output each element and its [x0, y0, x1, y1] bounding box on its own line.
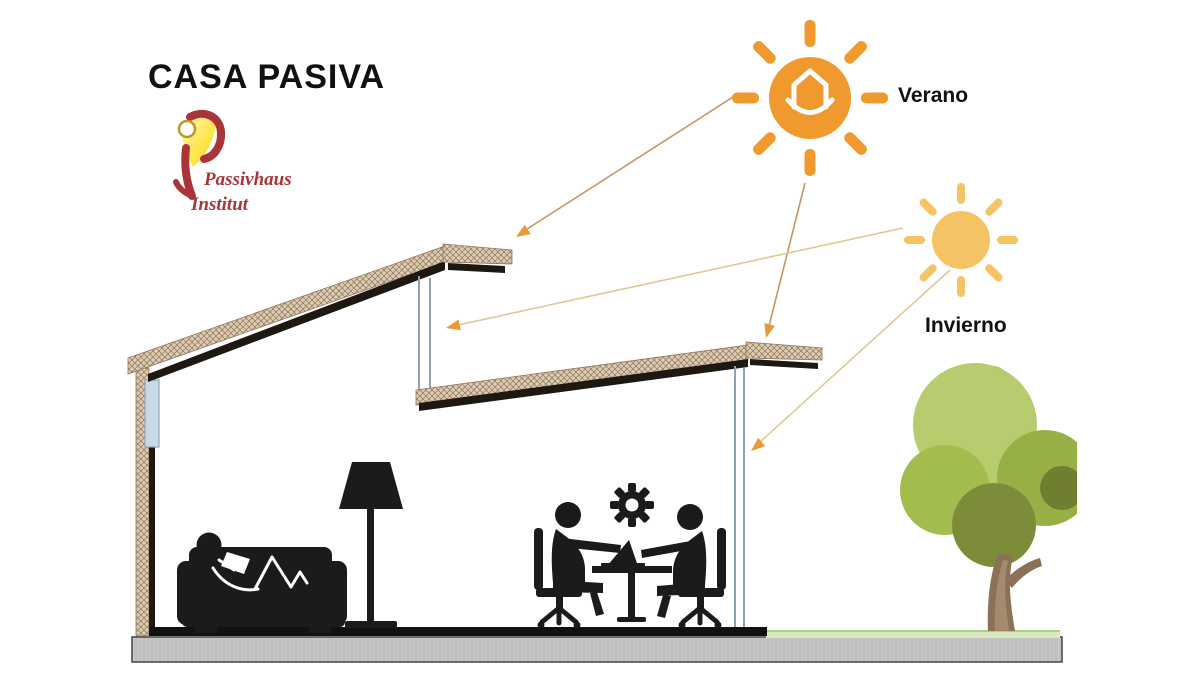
lower-roof-underside	[419, 359, 748, 411]
lower-roof-beam	[415, 344, 749, 406]
summer-ray-to-upper-roof	[516, 96, 734, 237]
lamp-base	[345, 621, 397, 628]
arrowhead-icon	[446, 319, 461, 331]
winter-sun-rays	[904, 183, 1018, 297]
gear-icon	[610, 483, 654, 527]
office-chair-left	[534, 528, 582, 629]
arrowhead-icon	[751, 437, 766, 451]
summer-sun-rays	[732, 20, 888, 176]
lower-roof-overhang	[745, 341, 823, 361]
arrowhead-icon	[516, 224, 531, 237]
upper-roof-overhang-underside	[448, 263, 505, 273]
couch-person-icon	[177, 532, 347, 633]
winter-ray-to-window-2	[751, 269, 951, 451]
tree-icon	[900, 363, 1077, 631]
arrowhead-icon	[764, 323, 775, 338]
couch-seat	[182, 597, 345, 627]
couch-foot-left	[195, 626, 217, 633]
summer-ray-to-lower-roof	[764, 182, 806, 338]
ground	[131, 630, 1063, 663]
grass-edge	[766, 630, 1060, 632]
house-glyph-icon	[785, 68, 835, 115]
floor-slab	[150, 627, 767, 636]
winter-ray-to-window-1	[446, 227, 904, 331]
tree-branch	[1005, 558, 1042, 588]
couch-foot-right	[309, 626, 331, 633]
tree-trunk	[987, 553, 1042, 631]
upper-roof	[127, 243, 513, 382]
book-icon	[221, 552, 250, 574]
floor-lamp-icon	[339, 462, 403, 628]
summer-label: Verano	[898, 84, 969, 107]
logo-red-swoosh	[173, 109, 226, 200]
table	[592, 566, 672, 622]
lower-roof	[415, 341, 823, 411]
house-section	[127, 243, 823, 637]
person-left	[551, 502, 621, 616]
upper-roof-underside	[148, 261, 445, 382]
winter-sun-icon	[904, 183, 1018, 297]
winter-sun-disc	[932, 211, 990, 269]
wall-window	[144, 379, 160, 448]
upper-roof-overhang	[442, 243, 513, 265]
logo-text-passivhaus: Passivhaus	[204, 169, 292, 190]
clerestory-window-2	[734, 366, 745, 630]
ground-bar	[131, 636, 1063, 663]
page-title: CASA PASIVA	[148, 58, 386, 96]
upper-roof-beam	[127, 245, 446, 375]
passivhaus-logo-icon	[173, 109, 226, 200]
desk-meeting-icon	[534, 483, 726, 629]
person-body-outline	[211, 555, 309, 592]
grass-strip	[766, 630, 1060, 638]
summer-sun-icon	[732, 20, 888, 176]
left-wall-inner-line	[149, 374, 155, 636]
summer-sun-disc	[769, 57, 851, 139]
left-wall	[135, 367, 160, 637]
winter-label: Invierno	[925, 314, 1007, 337]
clerestory-window-1	[418, 276, 431, 396]
person-right	[641, 504, 707, 618]
lamp-pole	[367, 509, 374, 621]
lamp-shade	[339, 462, 403, 509]
lower-roof-overhang-underside	[750, 359, 818, 369]
logo-ring	[177, 119, 197, 139]
sun-ray-arrows	[446, 96, 951, 451]
logo-text-institut: Institut	[191, 194, 249, 215]
tree-foliage	[900, 363, 1077, 567]
